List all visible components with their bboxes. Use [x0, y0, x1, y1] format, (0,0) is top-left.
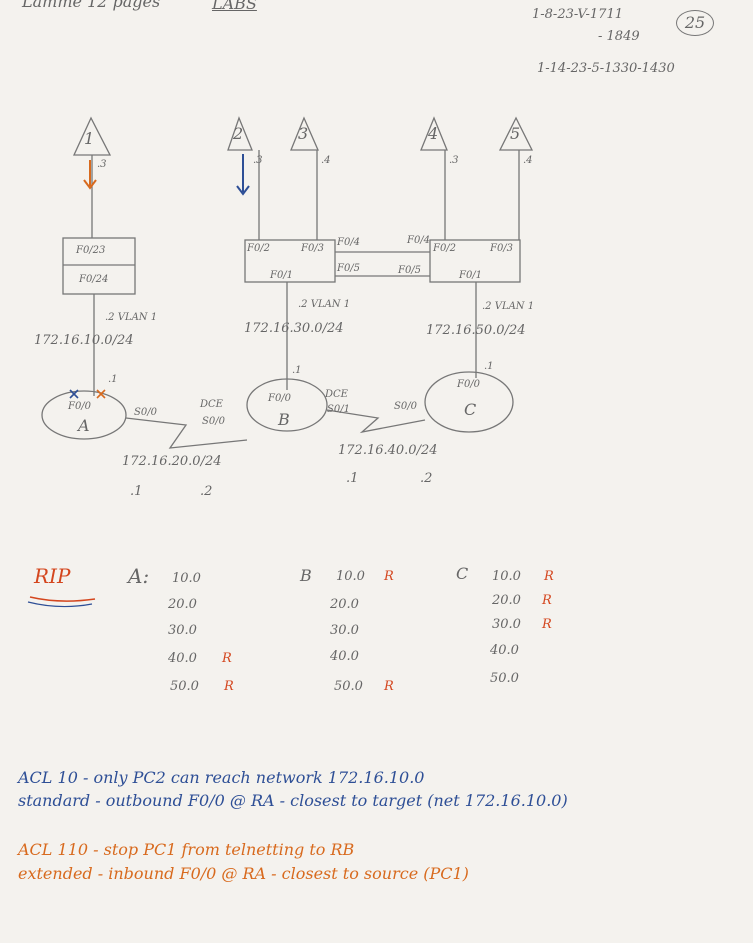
- rip-a-flag-4: R: [222, 651, 232, 666]
- page-number: 25: [676, 10, 714, 36]
- link-ab-ip2: .2: [200, 484, 213, 499]
- rip-a-name: A:: [128, 564, 150, 588]
- pc3-ip: .4: [321, 155, 331, 166]
- link-ab-ip1: .1: [130, 484, 143, 499]
- pc1-ip: .3: [97, 159, 107, 170]
- sw3-port-1: F0/4: [407, 235, 431, 246]
- rip-c-net-3: 30.0: [492, 617, 521, 632]
- rip-b-net-2: 20.0: [330, 597, 359, 612]
- pc5-label: 5: [510, 124, 521, 143]
- router-a-ip: .1: [108, 374, 118, 385]
- switch-1: [62, 237, 136, 295]
- pc3-label: 3: [298, 124, 309, 143]
- rip-c-flag-2: R: [542, 593, 552, 608]
- vlan-c-ip: .2 VLAN 1: [482, 301, 535, 312]
- link-bc-net: 172.16.40.0/24: [338, 443, 438, 458]
- rip-b-net-5: 50.0: [334, 679, 363, 694]
- vlan-a-net: 172.16.10.0/24: [34, 333, 134, 348]
- pc5-ip: .4: [523, 155, 533, 166]
- router-c-serial: S0/0: [394, 401, 417, 412]
- pc2-ip: .3: [253, 155, 263, 166]
- link-ab-net: 172.16.20.0/24: [122, 454, 222, 469]
- rip-b-name: B: [300, 566, 312, 585]
- sw3-port-5: F0/1: [459, 270, 483, 281]
- router-b-serial1: S0/1: [327, 404, 350, 415]
- pc4-label: 4: [428, 124, 439, 143]
- link-bc-ip1: .1: [346, 471, 359, 486]
- router-a-name: A: [78, 416, 90, 435]
- rip-c-net-1: 10.0: [492, 569, 521, 584]
- acl10-line1: ACL 10 - only PC2 can reach network 172.…: [18, 768, 425, 787]
- acl110-line2: extended - inbound F0/0 @ RA - closest t…: [18, 864, 469, 883]
- rip-label: RIP: [34, 564, 71, 588]
- switch-3: [429, 239, 521, 283]
- router-b-serial0: S0/0: [202, 416, 225, 427]
- router-b-ip: .1: [292, 365, 302, 376]
- router-c: [424, 371, 514, 433]
- ref-line-2: 1-14-23-5-1330-1430: [537, 61, 675, 76]
- pc4-icon: [420, 116, 448, 151]
- router-b-iface: F0/0: [268, 393, 292, 404]
- rip-a-flag-5: R: [224, 679, 234, 694]
- rip-c-name: C: [456, 564, 469, 583]
- vlan-c-net: 172.16.50.0/24: [426, 323, 526, 338]
- router-b: [246, 378, 328, 432]
- sw2-port-1: F0/2: [247, 243, 271, 254]
- rip-b-flag-5: R: [384, 679, 394, 694]
- router-a-serial: S0/0: [134, 407, 157, 418]
- pc4-ip: .3: [449, 155, 459, 166]
- link-bc-ip2: .2: [420, 471, 433, 486]
- sw1-port-top: F0/23: [76, 245, 106, 256]
- rip-a-net-3: 30.0: [168, 623, 197, 638]
- rip-a-net-2: 20.0: [168, 597, 197, 612]
- rip-b-net-3: 30.0: [330, 623, 359, 638]
- router-b-dce-left: DCE: [200, 399, 223, 410]
- labs-title: LABS: [212, 0, 257, 13]
- router-b-dce-right: DCE: [325, 389, 348, 400]
- sw2-port-4: F0/1: [270, 270, 294, 281]
- rip-c-net-5: 50.0: [490, 671, 519, 686]
- page-title: Lamme 12 pages: [22, 0, 161, 11]
- router-b-name: B: [278, 410, 290, 429]
- sw3-port-3: F0/3: [490, 243, 514, 254]
- vlan-b-net: 172.16.30.0/24: [244, 321, 344, 336]
- sw3-port-4: F0/5: [398, 265, 422, 276]
- sw2-port-5: F0/5: [337, 263, 361, 274]
- acl110-line1: ACL 110 - stop PC1 from telnetting to RB: [18, 840, 355, 859]
- vlan-b-ip: .2 VLAN 1: [298, 299, 351, 310]
- ref-line-1b: - 1849: [598, 29, 640, 44]
- router-c-iface: F0/0: [457, 379, 481, 390]
- rip-a-net-4: 40.0: [168, 651, 197, 666]
- router-c-name: C: [464, 400, 477, 419]
- vlan-a-ip: .2 VLAN 1: [105, 312, 158, 323]
- rip-a-net-1: 10.0: [172, 571, 201, 586]
- rip-b-net-1: 10.0: [336, 569, 365, 584]
- rip-a-net-5: 50.0: [170, 679, 199, 694]
- switch-2: [244, 239, 336, 283]
- rip-b-net-4: 40.0: [330, 649, 359, 664]
- acl10-line2: standard - outbound F0/0 @ RA - closest …: [18, 791, 568, 810]
- rip-c-flag-1: R: [544, 569, 554, 584]
- pc2-icon: [227, 116, 253, 151]
- sw3-port-2: F0/2: [433, 243, 457, 254]
- rip-b-flag-1: R: [384, 569, 394, 584]
- rip-c-flag-3: R: [542, 617, 552, 632]
- rip-c-net-4: 40.0: [490, 643, 519, 658]
- pc1-label: 1: [84, 129, 95, 148]
- router-a: [41, 390, 127, 440]
- sw2-port-3: F0/4: [337, 237, 361, 248]
- pc2-label: 2: [233, 124, 244, 143]
- router-c-ip: .1: [484, 361, 494, 372]
- pc3-icon: [290, 116, 319, 151]
- router-a-iface: F0/0: [68, 401, 92, 412]
- pc5-icon: [498, 116, 534, 151]
- sw1-port-bottom: F0/24: [79, 274, 109, 285]
- sw2-port-2: F0/3: [301, 243, 325, 254]
- ref-line-1: 1-8-23-V-1711: [532, 7, 623, 22]
- rip-c-net-2: 20.0: [492, 593, 521, 608]
